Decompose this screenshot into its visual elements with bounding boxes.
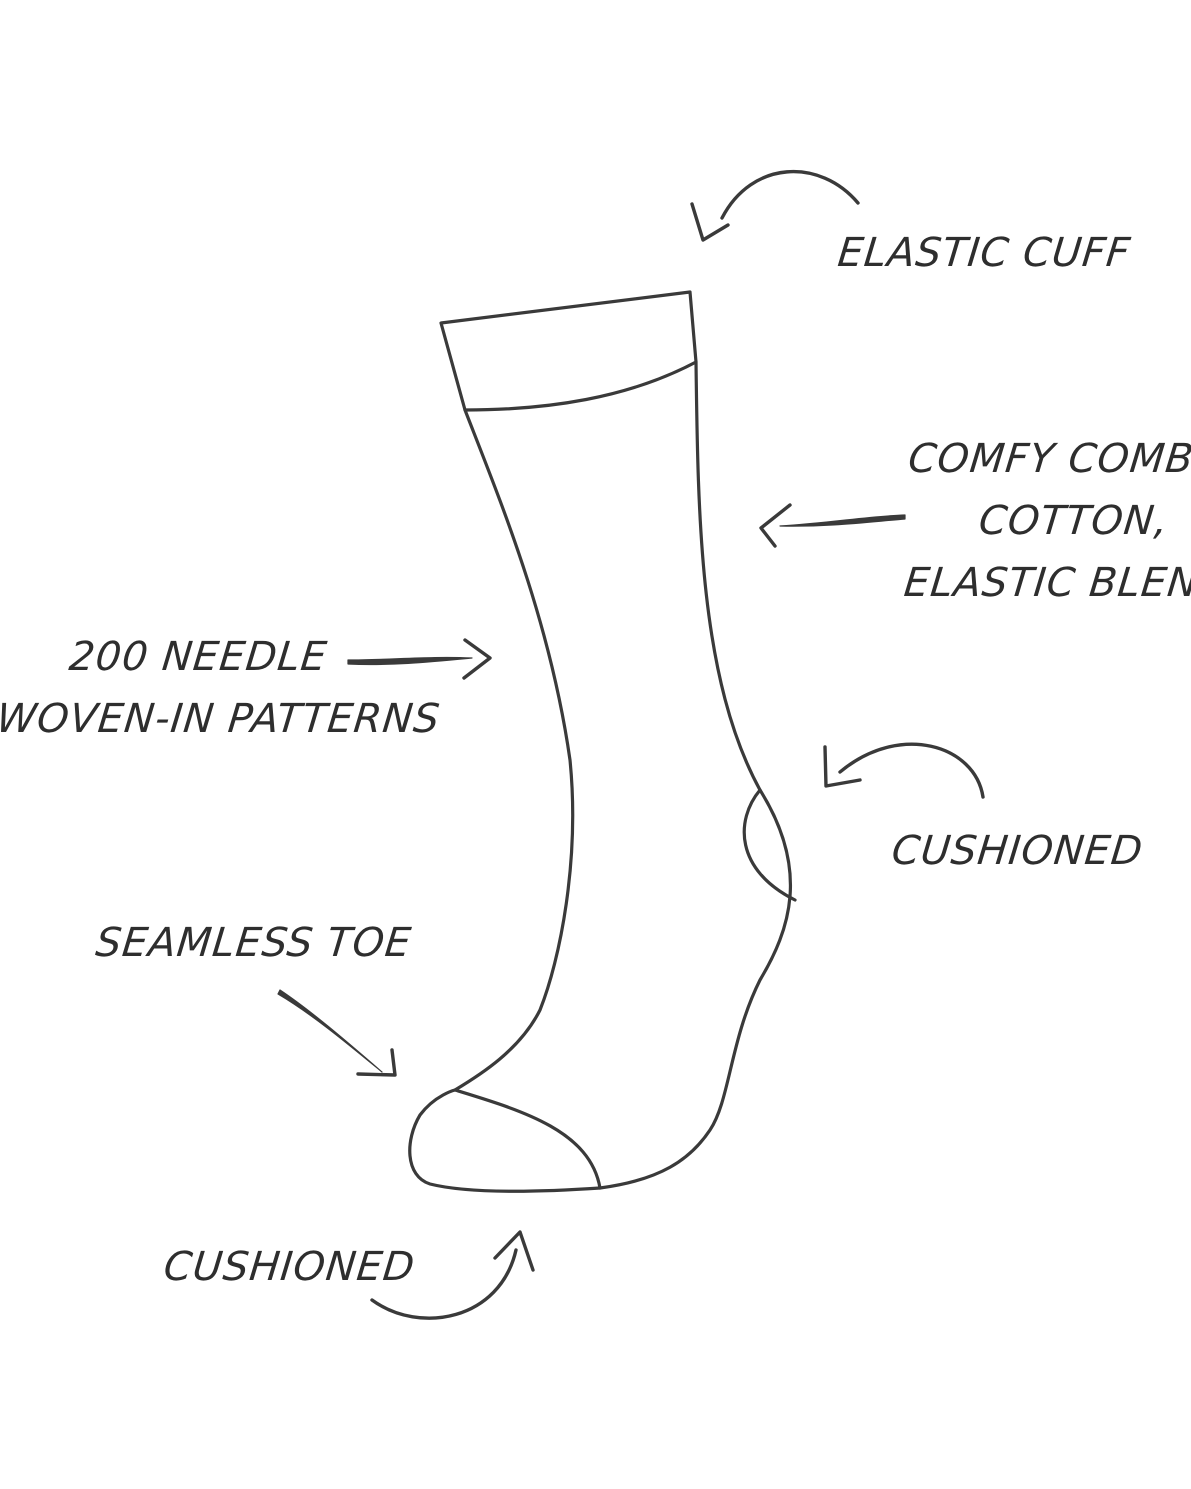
label-needle-line2: WOVEN-IN PATTERNS: [0, 696, 443, 742]
arrow-needle: [347, 638, 492, 680]
label-cushioned-sole: CUSHIONED: [161, 1236, 418, 1298]
label-cushioned-heel-text: CUSHIONED: [889, 828, 1146, 874]
label-elastic-cuff: ELASTIC CUFF: [835, 222, 1134, 284]
arrow-cotton: [759, 503, 906, 548]
label-seamless-toe-text: SEAMLESS TOE: [93, 920, 414, 966]
arrow-cushioned-heel: [823, 742, 985, 799]
arrow-elastic-cuff: [690, 170, 860, 242]
label-needle-line1: 200 NEEDLE: [66, 634, 330, 680]
label-cotton-line1: COMFY COMBED: [906, 436, 1191, 482]
sock-outline: [408, 290, 797, 1193]
sock-cuff: [439, 290, 698, 412]
arrow-seamless-toe: [277, 989, 397, 1077]
label-elastic-cuff-text: ELASTIC CUFF: [835, 230, 1133, 276]
label-cotton-line2: COTTON,: [976, 498, 1171, 544]
label-seamless-toe: SEAMLESS TOE: [93, 912, 415, 974]
label-cotton: COMFY COMBED COTTON, ELASTIC BLEND: [892, 428, 1191, 614]
sock-heel: [742, 788, 797, 902]
label-cushioned-sole-text: CUSHIONED: [161, 1244, 418, 1290]
label-needle: 200 NEEDLE WOVEN-IN PATTERNS: [0, 626, 443, 750]
label-cushioned-heel: CUSHIONED: [889, 820, 1146, 882]
sock-body: [408, 360, 792, 1193]
sock-toe-seam: [453, 1088, 602, 1190]
label-cotton-line3: ELASTIC BLEND: [901, 560, 1191, 606]
arrow-cushioned-sole: [370, 1230, 535, 1320]
